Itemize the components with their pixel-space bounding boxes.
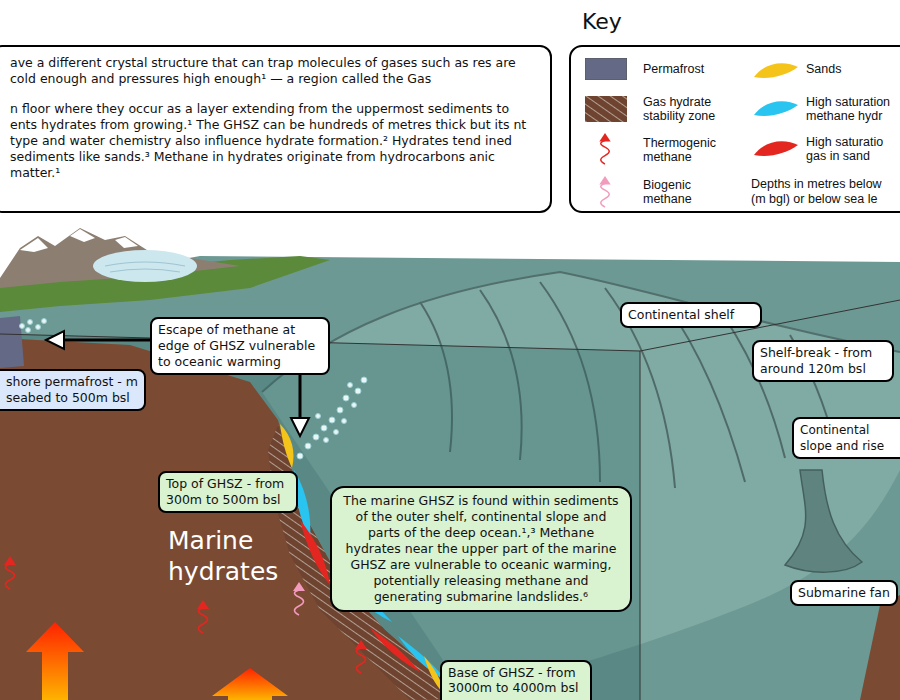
seabed-surface [0, 256, 900, 700]
legend-sample [754, 141, 798, 156]
box-text: ave a different crystal structure that c… [10, 55, 540, 87]
box-text: Continental shelf [628, 307, 754, 323]
legend-sample [754, 63, 798, 78]
box-text: Submarine fan [798, 585, 890, 601]
legend-text: Thermogenic methane [643, 136, 743, 165]
legend-text: High saturatio gas in sand [806, 135, 898, 164]
legend-swatch [598, 176, 612, 208]
legend-sample [754, 101, 798, 116]
legend-text: High saturation methane hydr [806, 95, 898, 124]
legend-sample [585, 58, 627, 80]
box-text: Shelf-break - from around 120m bsl [760, 345, 886, 377]
legend-title: Key [582, 8, 702, 36]
legend-text: Gas hydrate stability zone [643, 95, 743, 124]
legend-text: Sands [806, 62, 898, 76]
legend-swatch [752, 60, 800, 80]
callout-box: Submarine fan [790, 580, 898, 606]
box-text: Escape of methane at edge of GHSZ vulner… [158, 322, 322, 370]
legend-sample [599, 176, 610, 207]
legend-swatch [585, 96, 627, 122]
heat-arrows [26, 622, 288, 700]
note-box: The marine GHSZ is found within sediment… [330, 486, 632, 612]
callout-box: Base of GHSZ - from 3000m to 4000m bsl [440, 660, 592, 700]
legend-note: Depths in metres below (m bgl) or below … [751, 177, 899, 206]
callout-box: Top of GHSZ - from 300m to 500m bsl [158, 471, 298, 513]
box-text: The marine GHSZ is found within sediment… [340, 493, 622, 605]
coastal-land [0, 228, 330, 312]
box-text: shore permafrost - m seabed to 500m bsl [6, 374, 138, 406]
callout-box: Escape of methane at edge of GHSZ vulner… [150, 317, 330, 375]
region-label: Marine hydrates [168, 525, 300, 587]
water-section [0, 334, 640, 700]
callout-box: shore permafrost - m seabed to 500m bsl [0, 369, 146, 411]
legend-swatch [752, 98, 800, 118]
box-text: Base of GHSZ - from 3000m to 4000m bsl [448, 665, 584, 695]
callout-box: Continental shelf [620, 302, 762, 328]
legend-swatch [598, 133, 612, 165]
legend-text: Permafrost [643, 62, 743, 76]
legend-swatch [585, 58, 627, 80]
callout-box: Shelf-break - from around 120m bsl [752, 340, 894, 382]
box-text: Top of GHSZ - from 300m to 500m bsl [166, 476, 290, 508]
legend-sample [599, 133, 610, 164]
box-edges [0, 300, 900, 700]
box-body: n floor where they occur as a layer exte… [10, 101, 540, 181]
legend-swatch [752, 138, 800, 158]
box-text: Continental slope and rise [800, 422, 898, 454]
legend-sample [585, 96, 627, 122]
legend-text: Biogenic methane [643, 178, 743, 207]
key-panel [570, 46, 900, 212]
callout-box: Continental slope and rise [792, 417, 900, 459]
text-panel: ave a different crystal structure that c… [0, 45, 552, 213]
